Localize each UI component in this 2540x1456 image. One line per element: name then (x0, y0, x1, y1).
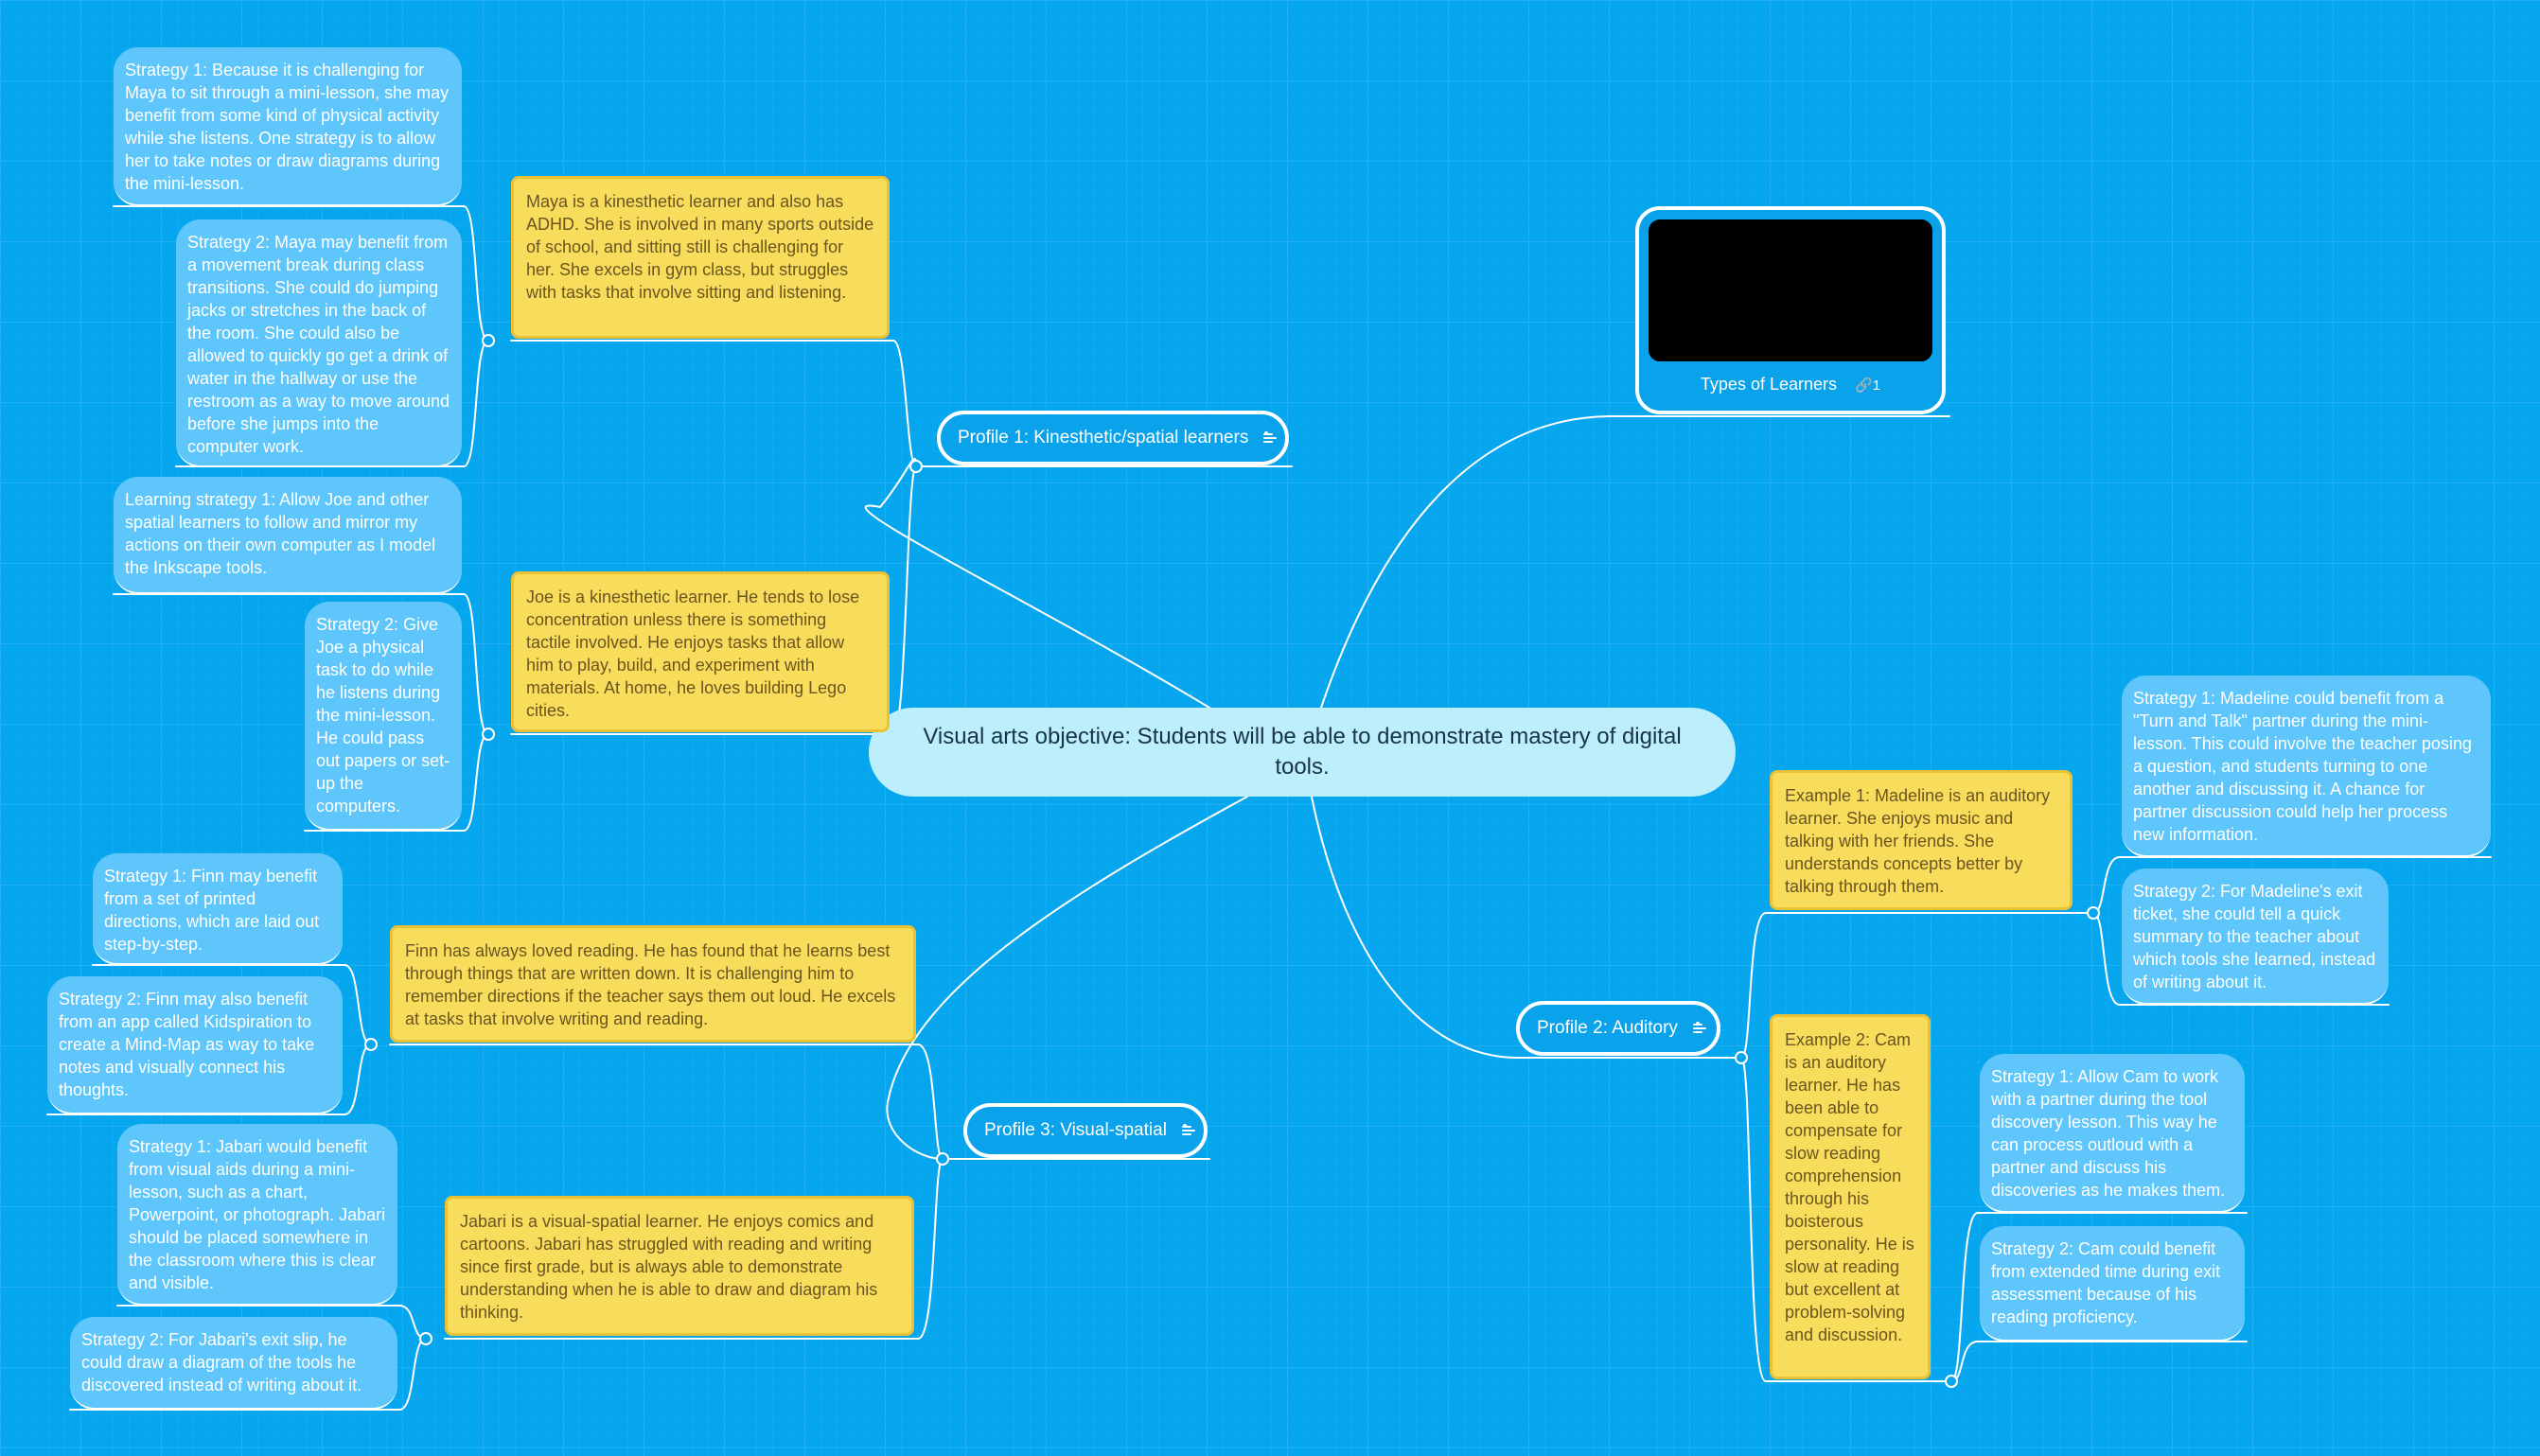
strategy-maya-2[interactable]: Strategy 2: Maya may benefit from a move… (176, 219, 462, 467)
notes-icon[interactable] (1181, 1124, 1195, 1137)
junction-madeline (2087, 906, 2100, 920)
note-finn[interactable]: Finn has always loved reading. He has fo… (390, 925, 916, 1043)
connector-p3-jabari (917, 1158, 944, 1340)
image-topic-caption: Types of Learners 🔗1 (1639, 373, 1942, 397)
connector-finn-s2 (344, 1044, 372, 1115)
strategy-cam-1[interactable]: Strategy 1: Allow Cam to work with a par… (1980, 1054, 2245, 1213)
connector-finn-s1 (344, 964, 372, 1045)
junction-profile2 (1735, 1051, 1748, 1064)
strategy-joe-1[interactable]: Learning strategy 1: Allow Joe and other… (114, 477, 462, 594)
video-thumbnail[interactable] (1649, 219, 1932, 361)
connector-joe-s1 (463, 593, 489, 735)
junction-joe (482, 728, 495, 741)
strategy-jabari-2[interactable]: Strategy 2: For Jabari's exit slip, he c… (70, 1317, 397, 1410)
link-count: 1 (1872, 377, 1881, 394)
connector-madeline-s2 (2092, 912, 2121, 1006)
junction-finn (364, 1038, 378, 1051)
connector-joe-s2 (463, 733, 489, 832)
strategy-madeline-2[interactable]: Strategy 2: For Madeline's exit ticket, … (2122, 868, 2389, 1005)
strategy-finn-1[interactable]: Strategy 1: Finn may benefit from a set … (93, 853, 343, 965)
central-topic[interactable]: Visual arts objective: Students will be … (869, 708, 1736, 797)
junction-maya (482, 334, 495, 347)
connector-p3-finn (917, 1044, 944, 1160)
note-maya[interactable]: Maya is a kinesthetic learner and also h… (511, 176, 890, 339)
profile-kinesthetic-spatial[interactable]: Profile 1: Kinesthetic/spatial learners (937, 411, 1289, 465)
profile-auditory[interactable]: Profile 2: Auditory (1516, 1001, 1720, 1056)
strategy-madeline-1[interactable]: Strategy 1: Madeline could benefit from … (2122, 675, 2491, 857)
strategy-finn-2[interactable]: Strategy 2: Finn may also benefit from a… (47, 976, 343, 1114)
connector-cam-s1 (1950, 1212, 1979, 1382)
connector-central-image (1320, 415, 1950, 709)
connector-central-profile3 (886, 796, 1248, 1160)
strategy-joe-2[interactable]: Strategy 2: Give Joe a physical task to … (305, 602, 462, 831)
strategy-cam-2[interactable]: Strategy 2: Cam could benefit from exten… (1980, 1226, 2245, 1342)
connector-p1-joe (892, 465, 917, 735)
profile-label: Profile 2: Auditory (1537, 1018, 1678, 1038)
connector-jabari-s2 (398, 1338, 427, 1411)
image-topic-card[interactable]: Types of Learners 🔗1 (1635, 206, 1946, 414)
connector-madeline-s1 (2092, 856, 2121, 914)
profile-visual-spatial[interactable]: Profile 3: Visual-spatial (963, 1103, 1208, 1158)
note-madeline[interactable]: Example 1: Madeline is an auditory learn… (1770, 770, 2073, 910)
connector-maya-s2 (463, 340, 489, 467)
junction-jabari (419, 1332, 432, 1345)
junction-profile3 (936, 1152, 949, 1166)
profile-label: Profile 3: Visual-spatial (984, 1120, 1167, 1140)
connector-central-profile2 (1311, 796, 1519, 1059)
profile-label: Profile 1: Kinesthetic/spatial learners (958, 428, 1249, 447)
connector-p2-cam (1740, 1057, 1767, 1382)
note-cam[interactable]: Example 2: Cam is an auditory learner. H… (1770, 1014, 1931, 1379)
notes-icon[interactable] (1692, 1022, 1706, 1035)
notes-icon[interactable] (1263, 431, 1278, 445)
note-joe[interactable]: Joe is a kinesthetic learner. He tends t… (511, 571, 890, 732)
connector-maya-s1 (463, 205, 489, 342)
strategy-maya-1[interactable]: Strategy 1: Because it is challenging fo… (114, 47, 462, 206)
link-icon[interactable]: 🔗1 (1855, 377, 1881, 394)
junction-profile1 (909, 460, 923, 473)
strategy-jabari-1[interactable]: Strategy 1: Jabari would benefit from vi… (117, 1124, 397, 1306)
note-jabari[interactable]: Jabari is a visual-spatial learner. He e… (445, 1196, 914, 1336)
connector-p1-maya (892, 340, 917, 467)
image-topic-label: Types of Learners (1700, 375, 1838, 394)
junction-cam (1945, 1375, 1958, 1388)
central-topic-text: Visual arts objective: Students will be … (923, 724, 1682, 780)
connector-p2-madeline (1740, 912, 1767, 1059)
connector-central-profile1 (864, 458, 1210, 709)
